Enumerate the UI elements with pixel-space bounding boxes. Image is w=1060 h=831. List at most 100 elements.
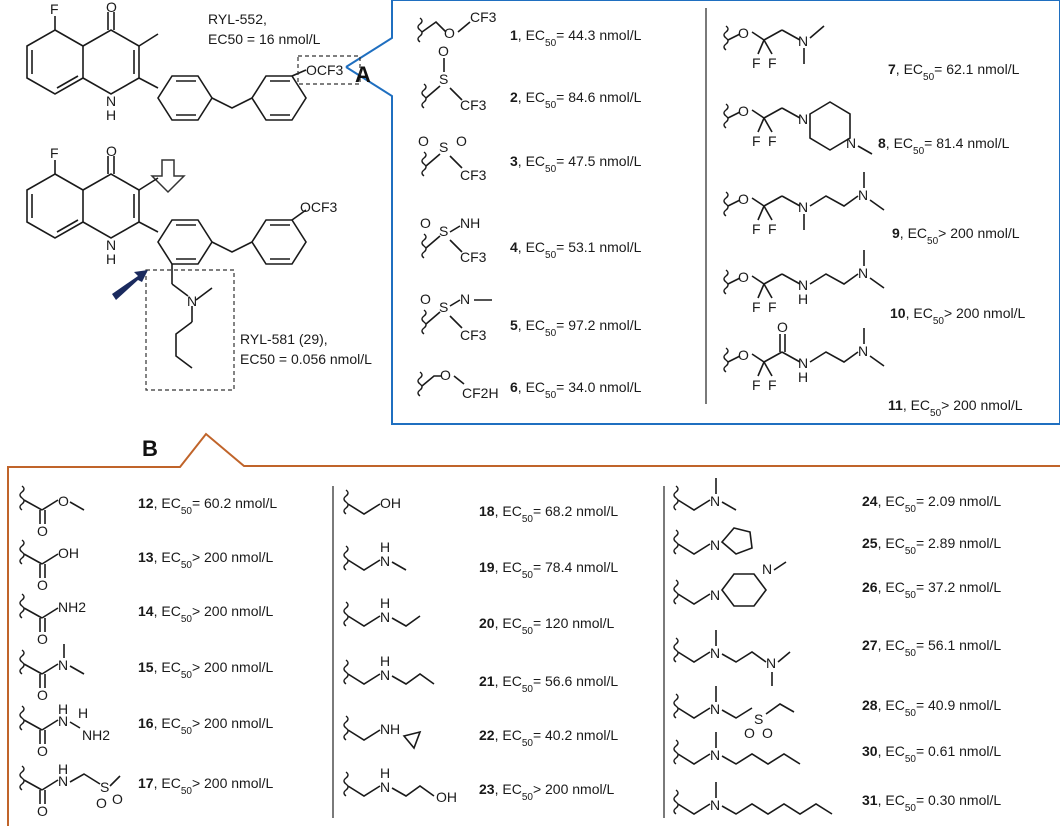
frag3-o1: O [418,133,429,149]
frag18-oh: OH [380,495,401,511]
lead-atom-n: N [106,93,116,109]
frag12-o2: O [58,493,69,509]
lead-structure [26,12,361,121]
frag16-nh2: NH2 [82,727,110,743]
frag8-f1: F [752,133,761,149]
frag17-o1: O [96,795,107,811]
frag10-n1: N [798,277,808,293]
ec50-label-3: 3, EC50= 47.5 nmol/L [510,153,642,175]
frag23-n: N [380,779,390,795]
frag11-h: H [798,369,808,385]
frag17-o: O [37,803,48,819]
frag22-h: H [390,721,400,737]
lead-substituent: OCF3 [306,62,344,78]
panel-a-border [345,0,1060,425]
frag15-n: N [58,657,68,673]
frag17-o2: O [112,791,123,807]
frag10-f2: F [768,299,777,315]
frag5-n: N [460,291,470,307]
frag4-o: O [420,215,431,231]
ec50-label-18: 18, EC50= 68.2 nmol/L [479,503,618,525]
frag23-h: H [380,765,390,781]
ec50-label-19: 19, EC50= 78.4 nmol/L [479,559,618,581]
frag11-o: O [777,319,788,335]
ec50-labels: 1, EC50= 44.3 nmol/L2, EC50= 84.6 nmol/L… [138,27,1025,814]
ec50-label-14: 14, EC50> 200 nmol/L [138,603,273,625]
frag9-n2: N [858,187,868,203]
ec50-label-22: 22, EC50= 40.2 nmol/L [479,727,618,749]
frag16-n1: N [58,713,68,729]
frag11-f2: F [768,377,777,393]
frag2-cf3: CF3 [460,97,487,113]
opt-atom-n: N [106,237,116,253]
opt-ec50: EC50 = 0.056 nmol/L [240,351,372,367]
frag28-o1: O [744,725,755,741]
frag21-n: N [380,667,390,683]
frag4-nh: NH [460,215,480,231]
frag3col-6-n: N [710,797,720,813]
frag3col-4-n: N [710,701,720,717]
frag14-nh2: NH2 [58,599,86,615]
ec50-label-24: 24, EC50= 2.09 nmol/L [862,493,1001,515]
frag15-o: O [37,687,48,703]
frag5-cf3: CF3 [460,327,487,343]
lead-ec50: EC50 = 16 nmol/L [208,31,321,47]
ec50-label-13: 13, EC50> 200 nmol/L [138,549,273,571]
frag21-h: H [380,653,390,669]
opt-substituent: OCF3 [300,199,338,215]
frag7-o: O [738,25,749,41]
frag16-h1: H [58,701,68,717]
frag5-s: S [439,299,448,315]
ec50-label-7: 7, EC50= 62.1 nmol/L [888,61,1020,83]
frag9-f2: F [768,221,777,237]
ec50-label-6: 6, EC50= 34.0 nmol/L [510,379,642,401]
frag2-o: O [438,43,449,59]
ec50-label-23: 23, EC50> 200 nmol/L [479,781,614,803]
frag5-o: O [420,291,431,307]
ec50-label-30: 30, EC50= 0.61 nmol/L [862,743,1001,765]
ec50-label-15: 15, EC50> 200 nmol/L [138,659,273,681]
lead-name: RYL-552, [208,11,267,27]
frag11-o: O [738,347,749,363]
frag14-o: O [37,631,48,647]
opt-atom-f: F [50,145,59,161]
ec50-label-31: 31, EC50= 0.30 nmol/L [862,792,1001,814]
panel-a-letter: A [355,62,371,87]
frag2-s: S [439,71,448,87]
frag9-f1: F [752,221,761,237]
frag3col-0-n: N [710,493,720,509]
ec50-label-12: 12, EC50= 60.2 nmol/L [138,495,277,517]
ec50-label-9: 9, EC50> 200 nmol/L [892,225,1020,247]
frag13-o: O [37,577,48,593]
frag8-n1: N [798,111,808,127]
frag6-o: O [440,367,451,383]
frag17-s: S [100,779,109,795]
frag12-o: O [37,523,48,539]
frag13-oh: OH [58,545,79,561]
frag3-cf3: CF3 [460,167,487,183]
frag20-h: H [380,595,390,611]
frag26-n2: N [762,561,772,577]
frag3col-1-n: N [710,537,720,553]
frag7-n: N [798,33,808,49]
frag22-n: N [380,721,390,737]
ec50-label-5: 5, EC50= 97.2 nmol/L [510,317,642,339]
frag6-cf2h: CF2H [462,385,499,401]
ec50-label-2: 2, EC50= 84.6 nmol/L [510,89,642,111]
frag3-o2: O [456,133,467,149]
frag8-o: O [738,103,749,119]
ec50-label-17: 17, EC50> 200 nmol/L [138,775,273,797]
frag23-oh: OH [436,789,457,805]
opt-atom-o: O [106,143,117,159]
frag20-n: N [380,609,390,625]
frag4-s: S [439,223,448,239]
ec50-label-4: 4, EC50= 53.1 nmol/L [510,239,642,261]
frag3-s: S [439,139,448,155]
frag10-n2: N [858,265,868,281]
frag7-f1: F [752,55,761,71]
frag28-s: S [754,711,763,727]
panel-b-border [7,432,1060,826]
